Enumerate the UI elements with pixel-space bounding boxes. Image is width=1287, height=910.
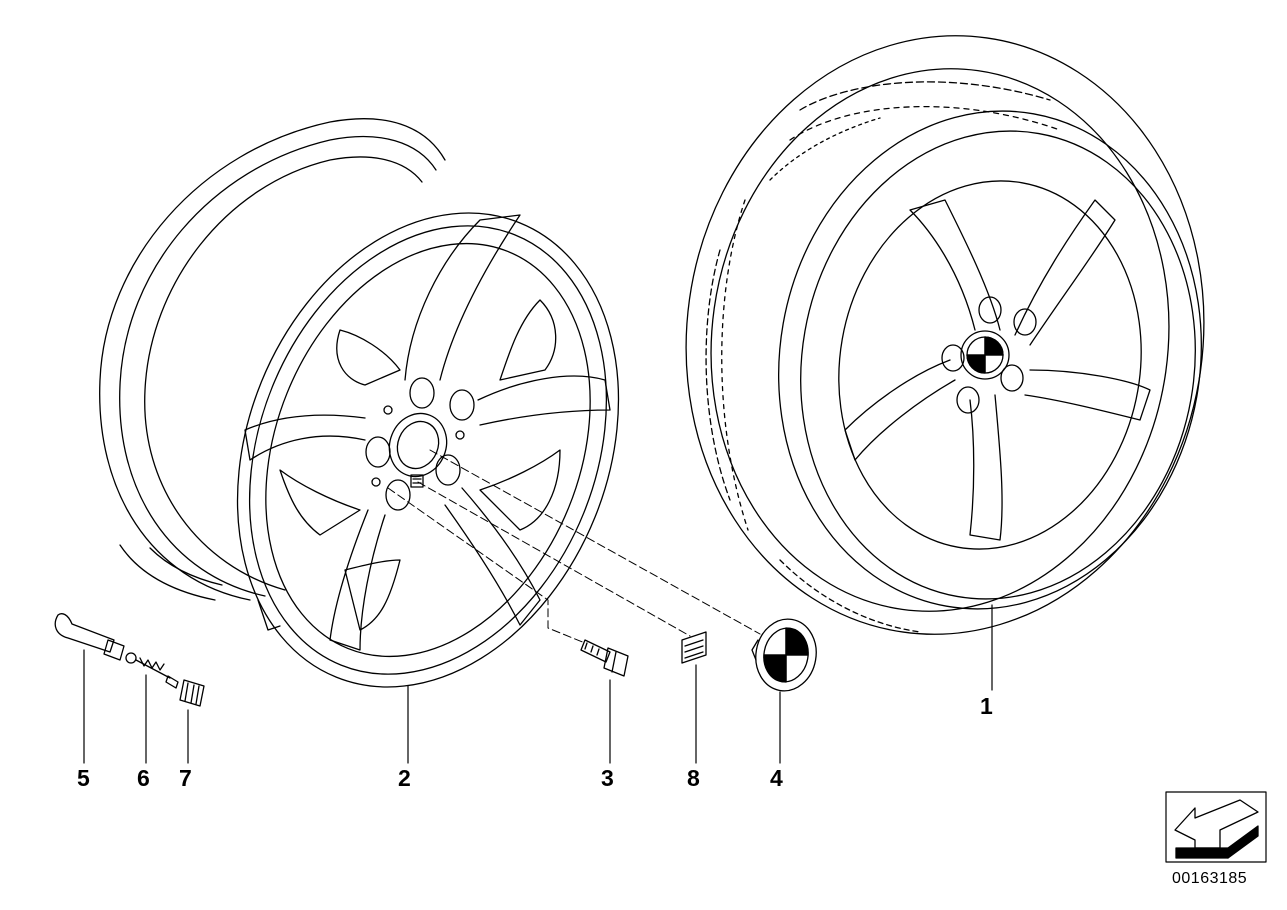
valve xyxy=(54,613,137,664)
callout-3: 3 xyxy=(601,765,614,791)
callout-1: 1 xyxy=(980,693,993,719)
callout-2: 2 xyxy=(398,765,411,791)
wheel-bolt xyxy=(580,639,629,677)
hub-cap-emblem xyxy=(751,618,817,692)
callout-7: 7 xyxy=(179,765,192,791)
diagram-id: 00163185 xyxy=(1172,870,1248,887)
bolt-assembly-line xyxy=(387,487,586,644)
wheel-with-tyre xyxy=(685,35,1205,635)
callout-4: 4 xyxy=(770,765,783,791)
callout-5: 5 xyxy=(77,765,90,791)
valve-cap xyxy=(179,679,205,707)
balance-weight xyxy=(681,631,707,664)
callout-6: 6 xyxy=(137,765,150,791)
emblem-assembly-line xyxy=(429,449,761,635)
weight-assembly-line xyxy=(417,481,691,637)
valve-insert xyxy=(135,657,179,689)
callout-8: 8 xyxy=(687,765,700,791)
direction-arrow-icon xyxy=(1165,791,1267,863)
rim xyxy=(99,118,620,688)
